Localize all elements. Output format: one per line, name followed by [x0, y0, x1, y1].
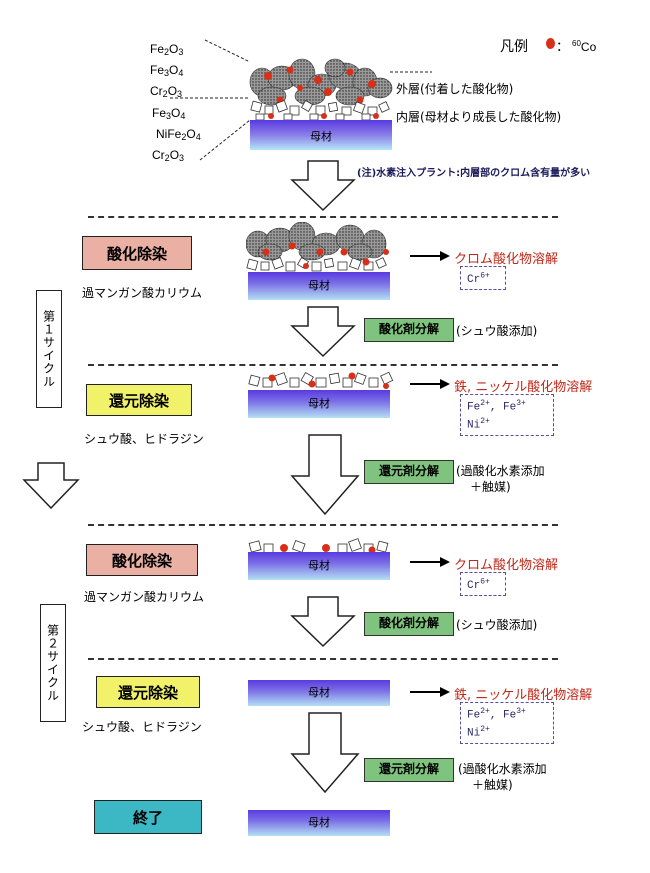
oxide-illustration-1: [246, 222, 389, 272]
decomp-note-2b: ＋触媒): [470, 480, 511, 494]
cycle-2-label: 第２サイクル: [40, 604, 66, 722]
reagent-1: 過マンガン酸カリウム: [82, 286, 203, 300]
ion-cr6: Cr6+: [467, 271, 490, 286]
decomp-note-4a: (過酸化水素添加: [458, 762, 547, 776]
oxidation-stage-2: 酸化除染: [86, 544, 198, 576]
legend-title: 凡例: [500, 39, 528, 55]
base-metal-2: 母材: [248, 390, 390, 418]
separator: [88, 524, 558, 526]
reagent-4: シュウ酸、ヒドラジン: [82, 720, 202, 734]
dissolve-arrow-3: [410, 557, 450, 567]
separator: [88, 364, 558, 366]
down-arrow: [290, 712, 360, 794]
ion-box-3: Cr6+: [460, 572, 506, 596]
base-metal-3: 母材: [248, 552, 390, 580]
ion-cr6: Cr6+: [467, 577, 490, 592]
reagent-2: シュウ酸、ヒドラジン: [84, 432, 204, 446]
ion-box-2: Fe2+, Fe3+ Ni2+: [460, 394, 554, 436]
oxide-fe3o4: Fe3O4: [150, 63, 184, 78]
ion-box-1: Cr6+: [460, 266, 506, 290]
oxide-cr2o3: Cr2O3: [150, 84, 183, 99]
base-metal-4: 母材: [248, 680, 390, 706]
ion-box-4: Fe2+, Fe3+ Ni2+: [460, 702, 554, 744]
decomp-box-1: 酸化剤分解: [364, 318, 454, 342]
decomp-note-1: (シュウ酸添加): [456, 324, 538, 338]
dissolve-label-2: 鉄, ニッケル酸化物溶解: [454, 380, 593, 395]
reduction-stage-1: 還元除染: [86, 384, 192, 416]
down-arrow: [290, 596, 356, 648]
reduction-stage-2: 還元除染: [96, 676, 200, 708]
down-arrow: [290, 160, 356, 212]
decomp-note-3: (シュウ酸添加): [456, 618, 538, 632]
dissolve-label-4: 鉄, ニッケル酸化物溶解: [454, 688, 593, 703]
cycle-1-label: 第１サイクル: [36, 290, 62, 408]
end-stage: 終了: [94, 800, 202, 834]
oxide-nife2o4: NiFe2O4: [156, 127, 201, 142]
decomp-note-4b: ＋触媒): [472, 778, 513, 792]
oxide-fe3o4-inner: Fe3O4: [152, 106, 186, 121]
decomp-box-3: 酸化剤分解: [364, 612, 454, 636]
down-arrow: [290, 306, 356, 358]
ion-ni: Ni2+: [467, 724, 490, 740]
down-arrow: [290, 434, 360, 516]
co60-legend-dot: [546, 38, 555, 49]
separator: [88, 658, 558, 660]
dissolve-label-3: クロム酸化物溶解: [454, 558, 559, 573]
top-base-label: 母材: [310, 130, 332, 143]
separator: [88, 216, 558, 218]
inner-layer-label: 内層(母材より成長した酸化物): [396, 110, 562, 124]
base-metal-end: 母材: [248, 810, 390, 836]
hydrogen-note: (注)水素注入プラント:内層部のクロム含有量が多い: [357, 168, 591, 179]
reagent-3: 過マンガン酸カリウム: [84, 590, 205, 604]
decomp-box-4: 還元剤分解: [364, 758, 454, 782]
decomp-note-2a: (過酸化水素添加: [456, 464, 545, 478]
legend-colon: ：: [556, 40, 570, 55]
outer-layer-label: 外層(付着した酸化物): [396, 82, 514, 96]
oxide-fe2o3: Fe2O3: [150, 42, 184, 57]
ion-fe: Fe2+, Fe3+: [467, 399, 526, 414]
ion-ni: Ni2+: [467, 416, 490, 432]
ion-fe: Fe2+, Fe3+: [467, 707, 526, 722]
outer-oxide-list: Fe2O3 Fe3O4 Cr2O3: [150, 40, 183, 103]
top-layer-illustration: [170, 39, 432, 161]
base-metal-1: 母材: [248, 272, 390, 300]
inner-oxide-list: Fe3O4 NiFe2O4 Cr2O3: [152, 104, 201, 167]
dissolve-arrow-2: [410, 379, 450, 389]
oxide-illustration-2: [248, 371, 394, 389]
oxide-cr2o3-inner: Cr2O3: [152, 148, 185, 163]
oxide-illustration-3: [248, 538, 389, 554]
dissolve-arrow-1: [410, 251, 450, 261]
decomp-box-2: 還元剤分解: [364, 460, 454, 484]
cycle-arrow: [22, 462, 80, 510]
oxidation-stage-1: 酸化除染: [82, 236, 192, 270]
legend-co60: 60Co: [572, 39, 597, 54]
dissolve-arrow-4: [410, 687, 450, 697]
dissolve-label-1: クロム酸化物溶解: [454, 252, 559, 267]
